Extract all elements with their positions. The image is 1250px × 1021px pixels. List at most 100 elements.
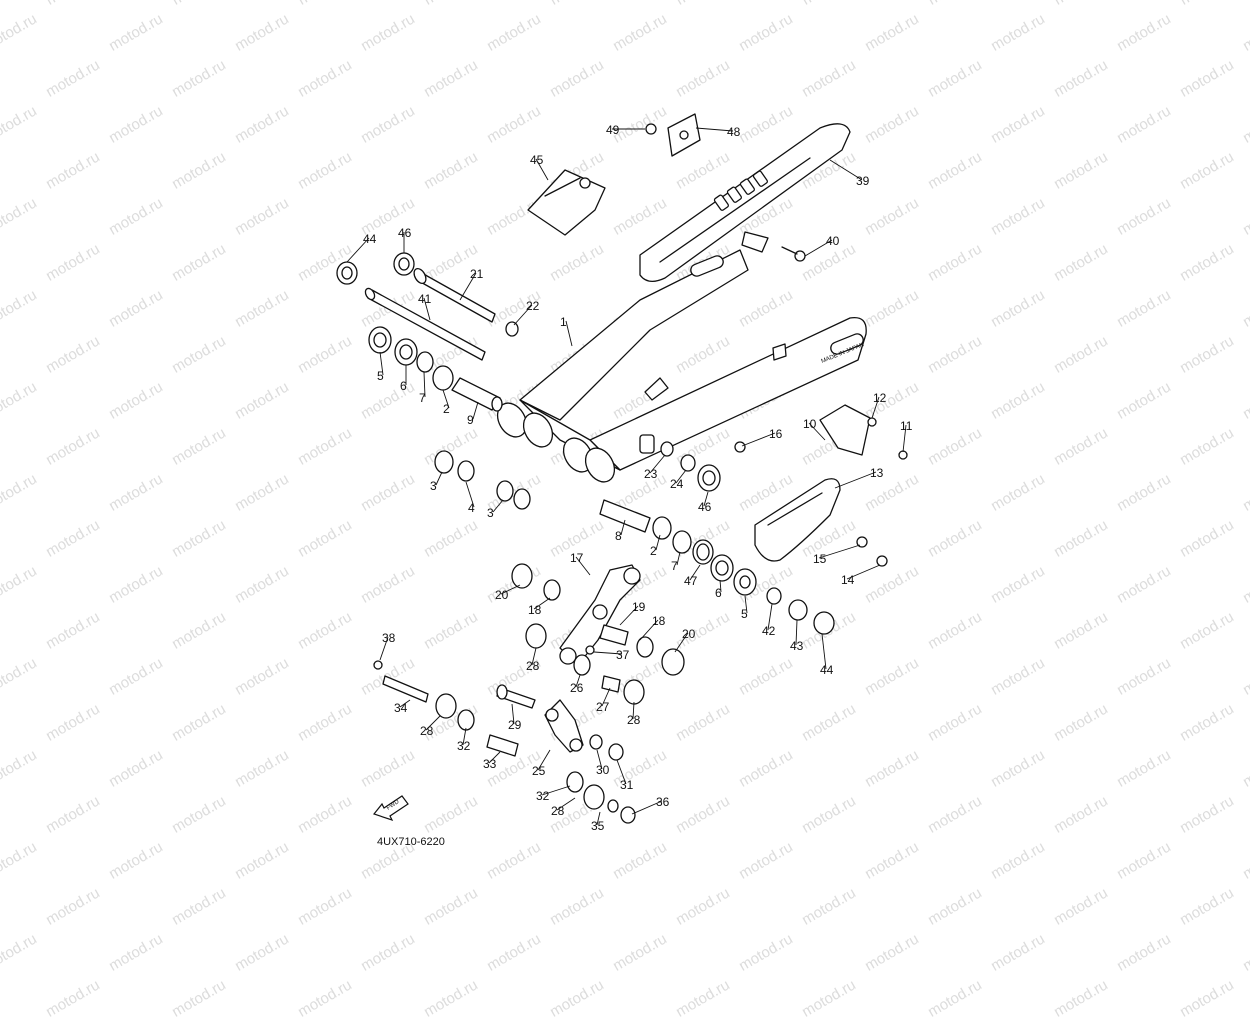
part-number-label: 3	[430, 479, 437, 493]
leader-line	[399, 699, 411, 708]
relay-arm	[559, 564, 641, 666]
part-number-label: 35	[591, 819, 605, 833]
collar	[457, 709, 475, 731]
leader-line	[596, 811, 601, 826]
thrust-cover	[416, 351, 434, 373]
bearing	[525, 623, 547, 649]
part-number-label: 13	[870, 466, 884, 480]
leader-line	[846, 564, 881, 580]
part-number-label: 32	[457, 739, 471, 753]
leader-line	[596, 749, 603, 770]
part-number-label: 33	[483, 757, 497, 771]
leader-line	[719, 579, 722, 593]
part-number-label: 47	[684, 574, 698, 588]
bearing	[511, 563, 533, 589]
part-number-label: 14	[841, 573, 855, 587]
leader-line	[379, 351, 384, 376]
part-number-label: 48	[727, 125, 741, 139]
leader-line	[462, 727, 467, 746]
part-number-label: 4	[468, 501, 475, 515]
leader-line	[511, 703, 515, 725]
collar	[599, 624, 629, 646]
part-number-label: 8	[615, 529, 622, 543]
leader-line	[834, 471, 877, 489]
leader-line	[818, 544, 861, 559]
leader-line	[871, 396, 880, 419]
leader-line	[689, 564, 701, 581]
part-number-label: 44	[820, 663, 834, 677]
pivot-bolt	[413, 267, 496, 323]
leader-line	[423, 371, 426, 398]
washer	[766, 587, 782, 605]
part-number-label: 45	[530, 153, 544, 167]
seal	[368, 326, 392, 354]
leader-line	[531, 647, 537, 666]
leader-line	[575, 674, 581, 688]
part-number-label: 22	[526, 299, 540, 313]
washer	[589, 734, 603, 750]
collar	[486, 734, 519, 757]
part-number-label: 1	[560, 315, 567, 329]
nut	[608, 743, 624, 761]
bearing	[432, 365, 454, 391]
part-number-label: 28	[551, 804, 565, 818]
collar	[451, 377, 503, 412]
part-number-label: 25	[532, 764, 546, 778]
bolt	[867, 417, 877, 427]
part-number-label: 37	[616, 648, 630, 662]
bearing	[661, 648, 685, 676]
bushing	[434, 450, 454, 474]
part-number-label: 19	[632, 600, 646, 614]
bearing	[583, 784, 605, 810]
leader-line	[513, 304, 533, 326]
connecting-rod	[544, 699, 584, 753]
leader-line	[808, 422, 826, 441]
leader-line	[346, 237, 370, 263]
seal	[733, 568, 757, 596]
leader-line	[492, 499, 504, 513]
watermark-text: motod.ru	[295, 976, 355, 1021]
washer	[505, 321, 519, 337]
leader-line	[533, 597, 551, 610]
washer	[607, 799, 619, 813]
leader-line	[821, 633, 827, 670]
part-number-label: 26	[570, 681, 584, 695]
part-number-label: 18	[652, 614, 666, 628]
bushing	[513, 488, 531, 510]
leader-line	[556, 797, 576, 811]
part-number-label: 2	[650, 544, 657, 558]
part-number-label: 42	[762, 624, 776, 638]
leader-line	[620, 519, 626, 536]
leader-line	[593, 651, 623, 655]
leader-line	[442, 389, 450, 409]
part-number-label: 7	[671, 559, 678, 573]
part-number-label: 44	[363, 232, 377, 246]
part-number-label: 20	[495, 588, 509, 602]
part-number-label: 17	[570, 551, 584, 565]
part-number-label: 28	[627, 713, 641, 727]
guide-plate	[667, 113, 701, 157]
part-number-label: 32	[536, 789, 550, 803]
part-number-label: 49	[606, 123, 620, 137]
leader-line	[537, 749, 551, 771]
part-number-label: 29	[508, 718, 522, 732]
part-number-label: 41	[418, 292, 432, 306]
part-number-label: 9	[467, 413, 474, 427]
part-number-label: 28	[420, 724, 434, 738]
part-number-label: 21	[470, 267, 484, 281]
leader-line	[601, 687, 611, 707]
leader-line	[649, 454, 666, 474]
leader-line	[565, 320, 573, 347]
leader-line	[465, 481, 475, 508]
part-number-label: 46	[698, 500, 712, 514]
leader-line	[767, 603, 773, 631]
bolt	[781, 246, 806, 262]
part-number-label: 31	[620, 778, 634, 792]
nipple	[585, 645, 595, 655]
leader-line	[675, 469, 687, 484]
part-number-label: 12	[873, 391, 887, 405]
leader-line	[500, 584, 521, 595]
bushing	[457, 460, 475, 482]
chain-guard	[639, 123, 851, 282]
